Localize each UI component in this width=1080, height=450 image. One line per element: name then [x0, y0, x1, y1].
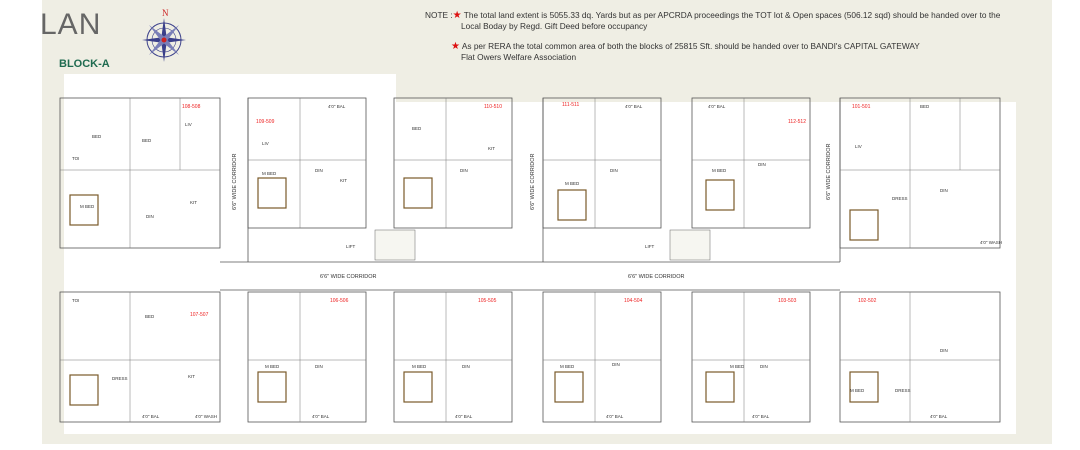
room-label: M BED [730, 364, 745, 369]
room-label: DIN [940, 348, 948, 353]
room-label: 4'0" BAL [606, 414, 624, 419]
room-label: M BED [565, 181, 580, 186]
unit-bottom-5 [691, 291, 811, 423]
note-1-line-1: The total land extent is 5055.33 dq. Yar… [463, 10, 1001, 20]
room-label: BED [412, 126, 422, 131]
room-label: M BED [850, 388, 865, 393]
room-label: 4'0" BAL [625, 104, 643, 109]
room-label: 4'0" BAL [455, 414, 473, 419]
room-label: M BED [262, 171, 277, 176]
header-band [42, 0, 1052, 74]
note-2-line-2: Flat Owers Welfare Association [461, 52, 577, 62]
room-label: 4'0" WASH [980, 240, 1002, 245]
room-label: DIN [460, 168, 468, 173]
room-label: M BED [712, 168, 727, 173]
unit-number: 106-506 [330, 298, 349, 304]
unit-number: 107-507 [190, 312, 209, 318]
room-label: DIN [146, 214, 154, 219]
unit-number: 112-512 [788, 119, 806, 125]
unit-top-1 [59, 97, 221, 249]
note-2: ★ As per RERA the total common area of b… [451, 41, 920, 52]
room-label: DIN [610, 168, 618, 173]
room-label: 4'0" BAL [328, 104, 346, 109]
room-label: DRESS [112, 376, 128, 381]
room-label: DIN [612, 362, 620, 367]
room-label: BED [145, 314, 155, 319]
room-label: LIV [855, 144, 862, 149]
notes-band [396, 74, 1052, 102]
star-icon: ★ [451, 41, 460, 52]
room-label: BED [92, 134, 102, 139]
room-label: LIV [185, 122, 192, 127]
room-label: DIN [462, 364, 470, 369]
unit-top-6 [839, 97, 1001, 249]
room-label: M BED [560, 364, 575, 369]
unit-bottom-1 [59, 291, 221, 423]
unit-number: 111-511 [562, 102, 579, 108]
left-band [42, 74, 64, 444]
room-label: TOI [72, 156, 79, 161]
room-label: DRESS [895, 388, 911, 393]
unit-bottom-3 [393, 291, 513, 423]
room-label: M BED [265, 364, 280, 369]
vertical-corridor-label: 6'6" WIDE CORRIDOR [232, 153, 238, 210]
unit-bottom-6 [839, 291, 1001, 423]
unit-number: 109-509 [256, 119, 275, 125]
unit-top-5 [691, 97, 811, 229]
vertical-corridor-label: 6'6" WIDE CORRIDOR [530, 153, 536, 210]
unit-bottom-2 [247, 291, 367, 423]
note-2-line-1: As per RERA the total common area of bot… [461, 41, 920, 51]
room-label: KIT [190, 200, 197, 205]
room-label: M BED [412, 364, 427, 369]
right-band [1016, 74, 1052, 444]
room-label: 4'0" BAL [752, 414, 770, 419]
unit-number: 108-508 [182, 104, 201, 110]
room-label: TOI [72, 298, 79, 303]
room-label: 4'0" BAL [930, 414, 948, 419]
room-label: KIT [188, 374, 195, 379]
room-label: DIN [940, 188, 948, 193]
horizontal-corridor-label: 6'6" WIDE CORRIDOR [320, 274, 377, 280]
star-icon: ★ [452, 10, 462, 21]
note-1: NOTE :★ The total land extent is 5055.33… [425, 10, 1000, 21]
lift-label: LIFT [645, 244, 655, 249]
room-label: M BED [80, 204, 95, 209]
block-label: BLOCK-A [59, 58, 110, 70]
unit-number: 105-505 [478, 298, 497, 304]
unit-top-3 [393, 97, 513, 229]
horizontal-corridor-label: 6'6" WIDE CORRIDOR [628, 274, 685, 280]
compass-north-label: N [162, 8, 169, 18]
room-label: KIT [340, 178, 347, 183]
unit-number: 110-510 [484, 104, 502, 110]
room-label: DRESS [892, 196, 908, 201]
unit-bottom-4 [542, 291, 662, 423]
room-label: 4'0" WASH [195, 414, 217, 419]
room-label: DIN [315, 168, 323, 173]
vertical-corridor-label: 6'6" WIDE CORRIDOR [826, 143, 832, 200]
unit-number: 102-502 [858, 298, 877, 304]
room-label: DIN [758, 162, 766, 167]
room-label: BED [142, 138, 152, 143]
room-label: 4'0" BAL [142, 414, 160, 419]
bottom-band [42, 434, 1052, 444]
room-label: DIN [315, 364, 323, 369]
compass-rose-icon: N [142, 8, 186, 62]
room-label: KIT [488, 146, 495, 151]
room-label: LIV [262, 141, 269, 146]
room-label: BED [920, 104, 930, 109]
unit-number: 103-503 [778, 298, 797, 304]
note-1-line-2: Local Boday by Regd. Gift Deed before oc… [461, 21, 648, 31]
unit-number: 104-504 [624, 298, 643, 304]
note-label: NOTE : [425, 10, 453, 20]
lift-label: LIFT [346, 244, 356, 249]
room-label: 4'0" BAL [708, 104, 726, 109]
plan-title: LAN [40, 8, 102, 41]
unit-number: 101-501 [852, 104, 871, 110]
room-label: 4'0" BAL [312, 414, 330, 419]
unit-top-4 [542, 97, 662, 229]
room-label: DIN [760, 364, 768, 369]
